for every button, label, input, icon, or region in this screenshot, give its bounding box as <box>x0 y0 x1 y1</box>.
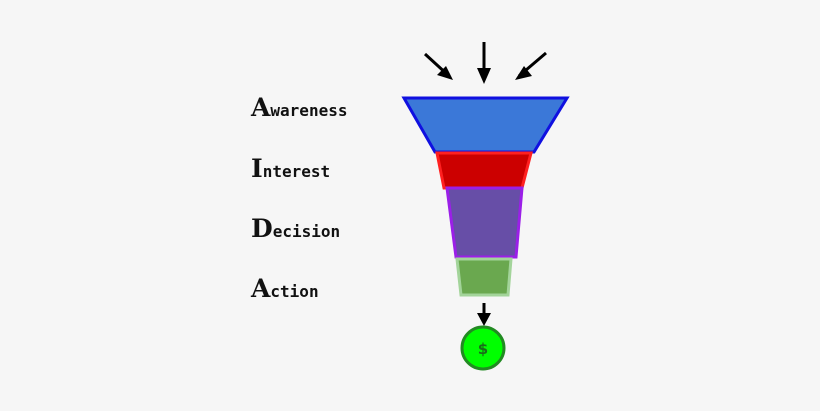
label-action-initial: A <box>251 274 271 303</box>
incoming-arrow-right-head <box>515 66 532 80</box>
outgoing-arrow-head <box>477 313 491 326</box>
dollar-symbol: $ <box>478 340 488 358</box>
funnel-stage-action <box>455 257 513 297</box>
label-interest-initial: I <box>251 154 263 183</box>
funnel-stage-awareness <box>401 96 570 154</box>
label-interest-rest: nterest <box>262 162 331 181</box>
label-interest: Interest <box>251 156 330 181</box>
funnel-stage-interest <box>435 151 533 190</box>
label-awareness-rest: wareness <box>270 101 348 120</box>
label-action: Action <box>251 276 319 301</box>
label-awareness-initial: A <box>251 93 271 122</box>
dollar-coin-icon <box>460 325 506 371</box>
funnel-stage-decision <box>445 186 524 259</box>
label-action-rest: ction <box>270 282 319 301</box>
incoming-arrow-center-head <box>477 68 491 84</box>
incoming-arrow-left-head <box>437 66 453 80</box>
label-awareness: Awareness <box>251 95 347 120</box>
label-decision: Decision <box>251 216 340 241</box>
label-decision-rest: ecision <box>272 222 341 241</box>
label-decision-initial: D <box>251 214 273 243</box>
